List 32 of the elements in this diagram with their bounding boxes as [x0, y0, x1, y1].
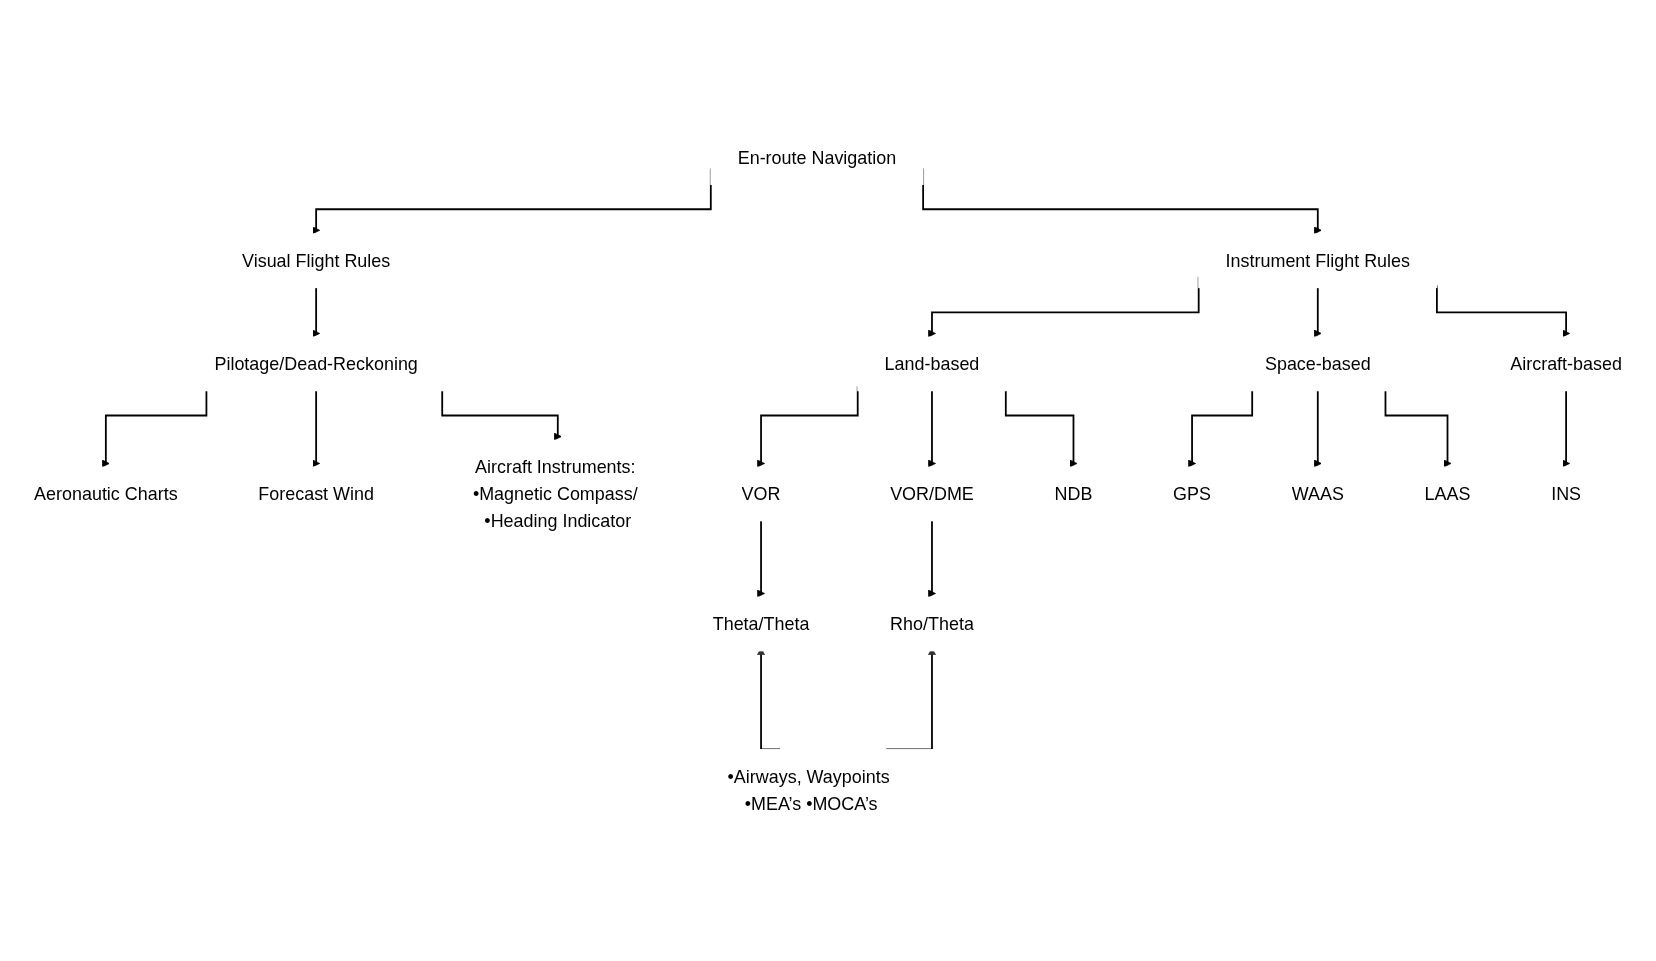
arrow — [757, 519, 765, 598]
arrow — [1313, 286, 1322, 338]
node-text: Space-based — [1264, 354, 1371, 374]
arrow — [312, 286, 321, 338]
node-text: Aircraft Instruments: •Magnetic Compass/ •Heading Indicator — [472, 457, 638, 531]
arrow — [101, 389, 208, 468]
arrow — [1313, 389, 1322, 468]
arrow — [1004, 389, 1078, 468]
node-text: NDB — [1054, 484, 1093, 504]
arrow — [441, 389, 562, 441]
node-text: VOR — [741, 484, 781, 504]
node-text: GPS — [1173, 484, 1212, 504]
arrow — [928, 519, 936, 598]
node-text: VOR/DME — [890, 484, 974, 504]
arrow — [1384, 389, 1452, 468]
arrow — [1188, 389, 1254, 468]
node-text: Forecast Wind — [258, 484, 374, 504]
node-text: Aircraft-based — [1510, 354, 1622, 374]
node-text: Visual Flight Rules — [242, 250, 391, 271]
node-text: LAAS — [1424, 484, 1471, 504]
node-text: Instrument Flight Rules — [1225, 250, 1410, 271]
node-text: WAAS — [1291, 484, 1344, 504]
node-text: INS — [1551, 484, 1582, 504]
node-text: Theta/Theta — [712, 614, 810, 634]
arrow — [928, 389, 936, 468]
node-text: Land-based — [884, 354, 980, 374]
node-text: Pilotage/Dead-Reckoning — [214, 354, 418, 374]
arrow — [312, 389, 321, 468]
node-text: Aeronautic Charts — [34, 484, 178, 504]
node-text: En-route Navigation — [737, 147, 897, 168]
arrow — [1562, 389, 1571, 468]
node-text: Rho/Theta — [890, 614, 974, 634]
